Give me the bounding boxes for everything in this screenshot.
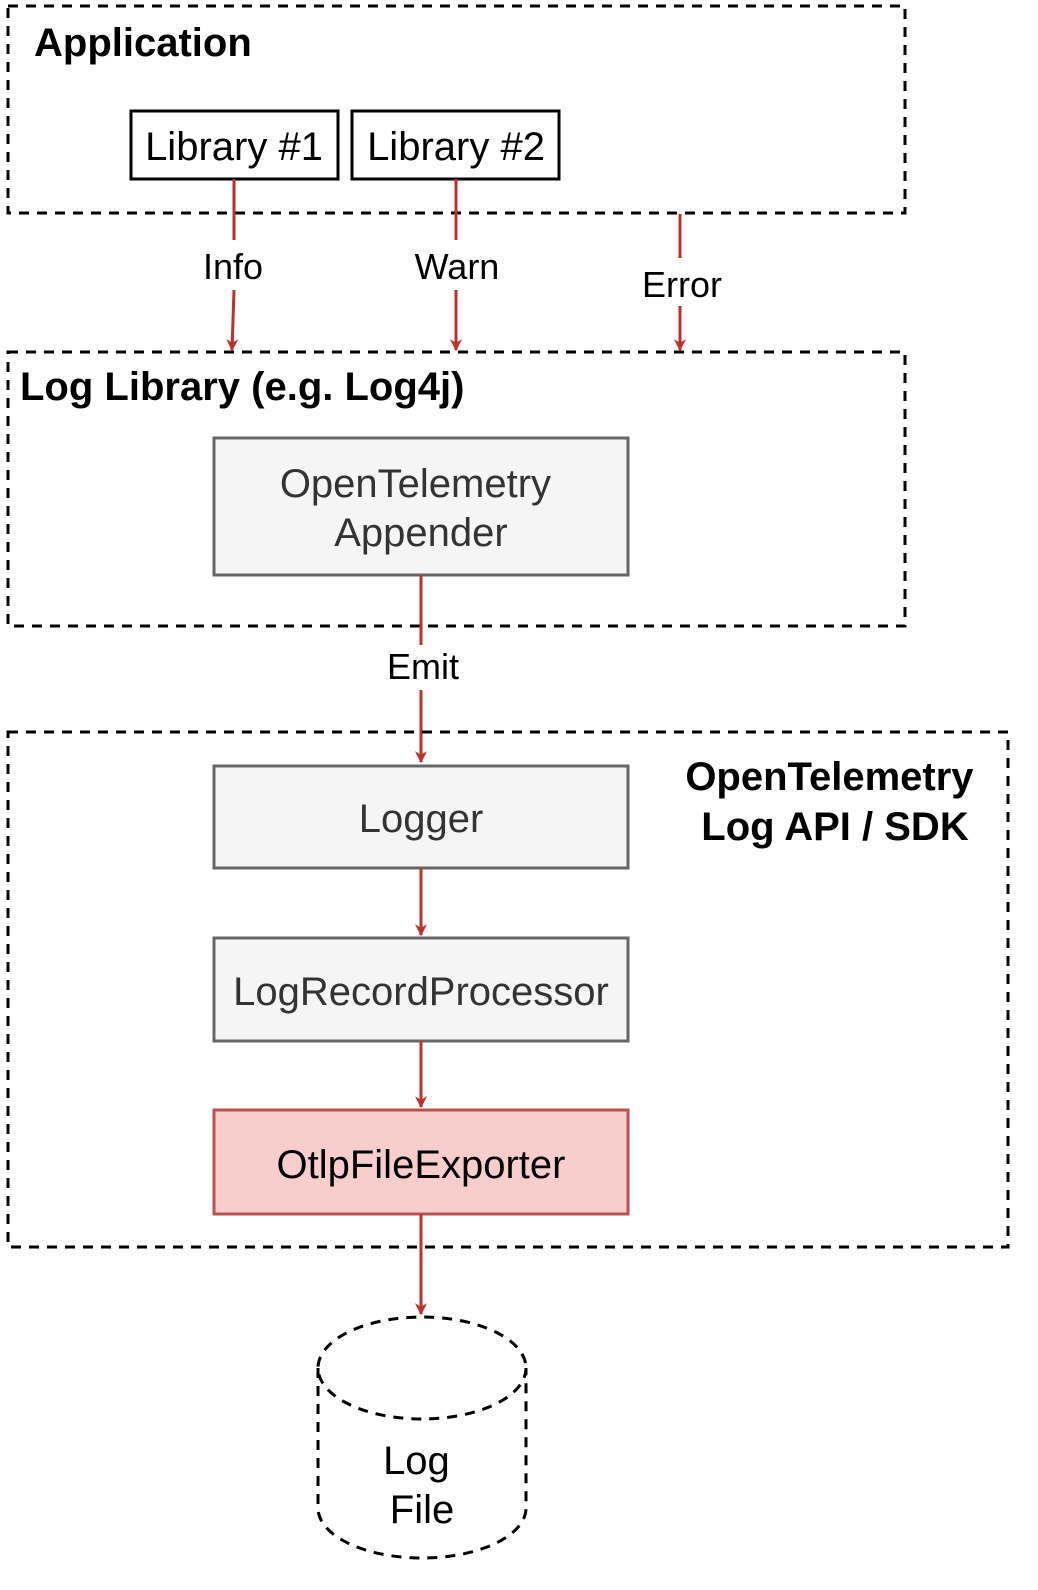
appender-label: OpenTelemetry Appender <box>280 462 562 555</box>
warn-edge: Warn <box>415 179 500 352</box>
otel-sdk-group: OpenTelemetry Log API / SDK <box>6 730 1010 1249</box>
exporter-node: OtlpFileExporter <box>212 1108 630 1216</box>
library1-node: Library #1 <box>129 109 340 181</box>
log-library-group: Log Library (e.g. Log4j) <box>6 350 907 628</box>
library2-label: Library #2 <box>367 125 545 169</box>
info-edge: Info <box>203 179 263 352</box>
error-edge: Error <box>642 214 722 352</box>
logfile-label: Log File <box>383 1439 461 1532</box>
logger-node: Logger <box>212 764 630 870</box>
warn-edge-label: Warn <box>415 246 500 287</box>
error-edge-label: Error <box>642 264 722 305</box>
library1-label: Library #1 <box>145 125 323 169</box>
log-library-title: Log Library (e.g. Log4j) <box>20 365 464 409</box>
otel-sdk-title: OpenTelemetry Log API / SDK <box>685 755 984 849</box>
processor-label: LogRecordProcessor <box>233 970 609 1014</box>
log-library-group-border <box>6 350 907 628</box>
application-title: Application <box>34 21 252 65</box>
exporter-label: OtlpFileExporter <box>277 1143 566 1187</box>
logfile-cylinder: Log File <box>316 1315 528 1560</box>
appender-node: OpenTelemetry Appender <box>212 436 630 577</box>
info-edge-label: Info <box>203 246 263 287</box>
emit-edge-label: Emit <box>387 646 459 687</box>
library2-node: Library #2 <box>350 109 561 181</box>
emit-edge: Emit <box>387 575 459 764</box>
otel-sdk-group-border <box>6 730 1010 1249</box>
logger-label: Logger <box>359 797 484 841</box>
processor-node: LogRecordProcessor <box>212 936 630 1043</box>
